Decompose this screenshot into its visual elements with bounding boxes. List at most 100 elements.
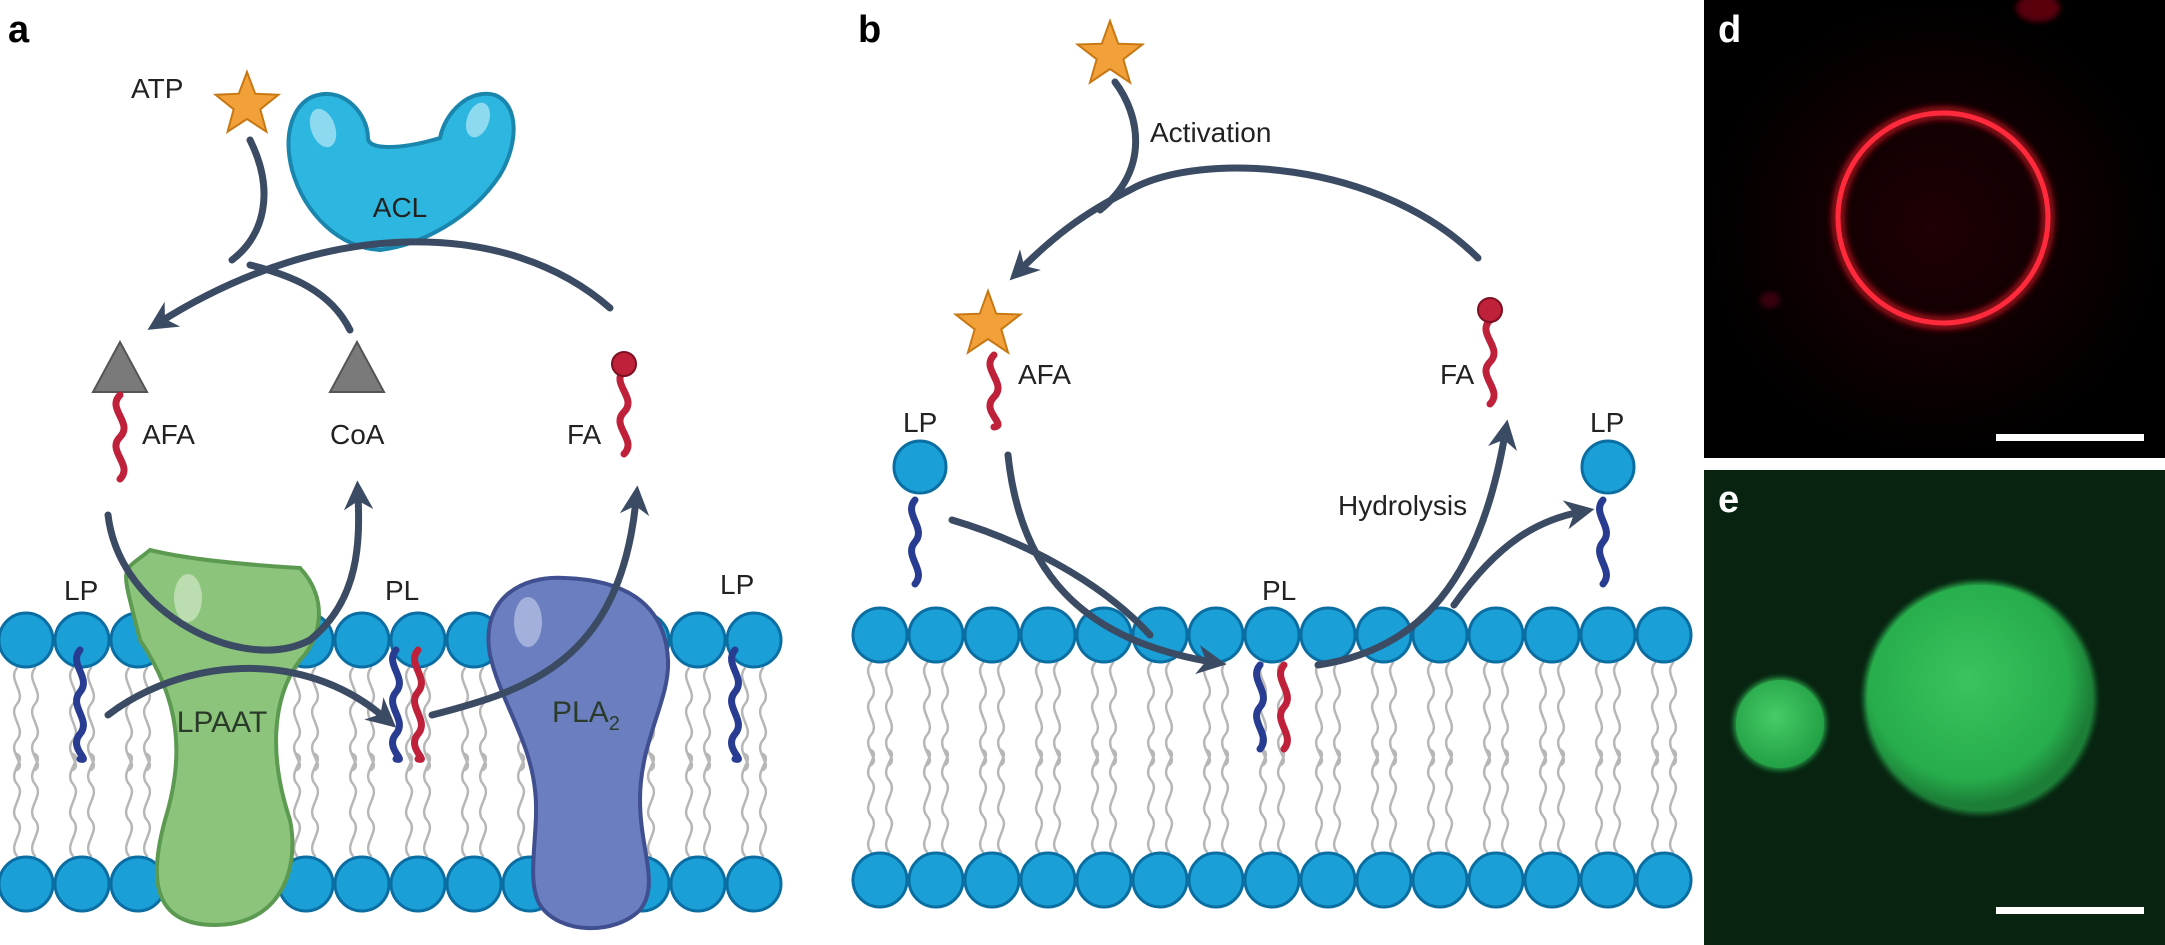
lp-tail-b-left xyxy=(908,496,922,588)
lipid-b-tail xyxy=(1556,661,1566,767)
lipid-b-tail xyxy=(1650,748,1660,854)
lipid-a-tail xyxy=(310,752,320,858)
lipid-b-tail xyxy=(1202,661,1212,767)
lipid-b-tail xyxy=(1482,661,1492,767)
lipid-a-head xyxy=(53,855,111,913)
lipid-a-tail xyxy=(460,752,470,858)
panel-e-micrograph: e xyxy=(1704,470,2165,945)
lipid-a-tail xyxy=(422,752,432,858)
pl-label-b: PL xyxy=(1262,575,1296,606)
lipid-b-head xyxy=(1299,606,1357,664)
lipid-b-head xyxy=(1523,851,1581,909)
lipid-a-head xyxy=(725,855,783,913)
lipid-b-tail xyxy=(1668,661,1678,767)
lipid-a-tail xyxy=(68,666,78,772)
lipid-b-tail xyxy=(884,661,894,767)
lipid-b-tail xyxy=(884,748,894,854)
lipid-a-tail xyxy=(422,666,432,772)
lipid-b-head xyxy=(1187,851,1245,909)
lipid-b-tail xyxy=(1258,661,1268,767)
panel-b-star-afa xyxy=(952,288,1024,355)
lp-label-b-right: LP xyxy=(1590,407,1624,438)
lipid-a-head xyxy=(669,855,727,913)
lipid-b-head xyxy=(1411,606,1469,664)
lipid-b-tail xyxy=(1164,661,1174,767)
lipid-b-head xyxy=(1523,606,1581,664)
lipid-b-tail xyxy=(1332,661,1342,767)
lipid-a-head xyxy=(333,611,391,669)
lipid-b-tail xyxy=(1052,748,1062,854)
lpaat-label: LPAAT xyxy=(177,706,268,739)
lipid-b-head xyxy=(1019,606,1077,664)
lipid-b-head xyxy=(1635,851,1693,909)
lp-head-b-right xyxy=(1580,439,1636,495)
lipid-a-tail xyxy=(12,666,22,772)
lipid-b-tail xyxy=(922,748,932,854)
lipid-a-tail xyxy=(142,666,152,772)
lipid-a-head xyxy=(669,611,727,669)
fa-head-b xyxy=(1477,297,1503,323)
lp-head-b-left xyxy=(892,439,948,495)
lipid-a-tail xyxy=(292,666,302,772)
lipid-b-head xyxy=(1467,606,1525,664)
pl-tail-b-2 xyxy=(1277,661,1291,753)
lipid-a-tail xyxy=(30,666,40,772)
lipid-b-tail xyxy=(1388,661,1398,767)
lipid-a-tail xyxy=(478,666,488,772)
panel-a-label: a xyxy=(8,9,30,51)
lpaat-enzyme: LPAAT xyxy=(124,547,321,928)
lipid-b-tail xyxy=(1108,661,1118,767)
lipid-b-head xyxy=(963,606,1021,664)
lipid-b-head xyxy=(1243,851,1301,909)
lipid-b-tail xyxy=(978,748,988,854)
lipid-b-head xyxy=(851,851,909,909)
lipid-b-tail xyxy=(1314,748,1324,854)
lipid-b-tail xyxy=(1500,748,1510,854)
lipid-a-tail xyxy=(30,752,40,858)
hydrolysis-label: Hydrolysis xyxy=(1338,490,1467,521)
lipid-b-tail xyxy=(866,748,876,854)
lipid-b-tail xyxy=(1538,661,1548,767)
panel-d-label: d xyxy=(1718,9,1741,51)
acl-label: ACL xyxy=(373,192,427,223)
lipid-b-tail xyxy=(1370,661,1380,767)
lipid-a-tail xyxy=(142,752,152,858)
lipid-b-tail xyxy=(1556,748,1566,854)
lipid-a-tail xyxy=(460,666,470,772)
panel-b-label: b xyxy=(858,9,881,51)
lp-tail-a-right xyxy=(728,646,742,763)
panel-b-star-top xyxy=(1074,18,1146,85)
lipid-b-tail xyxy=(1220,661,1230,767)
fa-tail-b xyxy=(1482,316,1498,408)
lipid-b-head xyxy=(1075,851,1133,909)
lipid-b-head xyxy=(1355,851,1413,909)
lp-label-b-left: LP xyxy=(903,407,937,438)
lipid-b-head xyxy=(907,851,965,909)
lipid-a-tail xyxy=(702,666,712,772)
lipid-a-tail xyxy=(684,752,694,858)
lipid-a-tail xyxy=(516,752,526,858)
lipid-b-tail xyxy=(978,661,988,767)
lipid-b-tail xyxy=(1108,748,1118,854)
fa-head xyxy=(611,351,637,377)
scale-bar-e xyxy=(1996,907,2144,914)
lipid-b-tail xyxy=(1612,661,1622,767)
lipid-a-head xyxy=(53,611,111,669)
lipid-b-head xyxy=(1187,606,1245,664)
lipid-b-head xyxy=(1019,851,1077,909)
lipid-a-head xyxy=(725,611,783,669)
lipid-a-tail xyxy=(684,666,694,772)
lipid-b-tail xyxy=(1444,661,1454,767)
lipid-a-tail xyxy=(124,752,134,858)
lipid-a-head xyxy=(389,855,447,913)
lipid-b-tail xyxy=(1052,661,1062,767)
lipid-b-tail xyxy=(1220,748,1230,854)
lipid-a-tail xyxy=(124,666,134,772)
lipid-a-head xyxy=(445,855,503,913)
panel-e-label: e xyxy=(1718,479,1739,521)
lipid-a-tail xyxy=(702,752,712,858)
lipid-a-tail xyxy=(310,666,320,772)
coa-label: CoA xyxy=(330,419,385,450)
afa-label-a: AFA xyxy=(142,419,195,450)
lipid-b-tail xyxy=(1650,661,1660,767)
